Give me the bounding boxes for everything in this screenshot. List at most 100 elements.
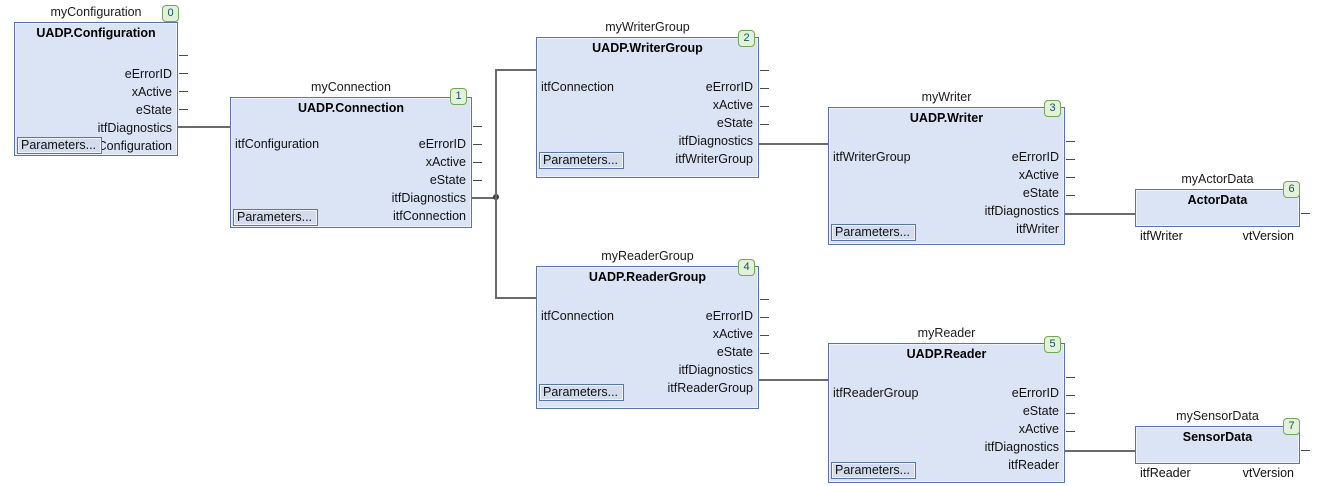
block-reader-instance-label: myReader (917, 326, 976, 340)
pin-out-itfreader[interactable]: itfReader (1008, 458, 1059, 472)
pin-stub-readergroup-eerrorid (760, 299, 769, 300)
block-reader-type: UADP.Reader (906, 347, 987, 361)
pin-out-xactive[interactable]: xActive (1018, 422, 1059, 436)
pin-out-itfdiagnostics[interactable]: itfDiagnostics (984, 440, 1059, 454)
pin-stub-writer-estate (1066, 177, 1075, 178)
pin-in-itfconfiguration[interactable]: itfConfiguration (235, 137, 320, 151)
block-writergroup-instance-label: myWriterGroup (605, 20, 690, 34)
pin-out-itfwritergroup[interactable]: itfWriterGroup (675, 152, 753, 166)
block-writergroup-type: UADP.WriterGroup (592, 41, 703, 55)
pin-stub-writergroup-eerrorid (760, 70, 769, 71)
parameters-button-configuration[interactable]: Parameters... (17, 137, 102, 154)
parameters-button-writergroup[interactable]: Parameters... (539, 152, 624, 169)
wire-connection-to-branch[interactable] (472, 197, 498, 199)
pin-out-eerrorid[interactable]: eErrorID (124, 67, 172, 81)
block-readergroup[interactable]: UADP.ReaderGroup itfConnection eErrorID … (536, 266, 759, 409)
block-writer-instance-label: myWriter (921, 90, 972, 104)
pin-stub-writergroup-itfdiagnostics (760, 124, 769, 125)
block-actordata[interactable]: ActorData itfWriter vtVersion (1135, 189, 1300, 243)
pin-out-vtversion[interactable]: vtVersion (1242, 466, 1294, 480)
pin-stub-writer-itfdiagnostics (1066, 195, 1075, 196)
parameters-button-reader[interactable]: Parameters... (831, 462, 916, 479)
block-writergroup[interactable]: UADP.WriterGroup itfConnection eErrorID … (536, 37, 759, 178)
pin-out-estate[interactable]: eState (1022, 186, 1059, 200)
pin-out-estate[interactable]: eState (429, 173, 466, 187)
wire-reader-to-sensordata[interactable] (1065, 450, 1135, 452)
pin-out-eerrorid[interactable]: eErrorID (418, 137, 466, 151)
pin-out-estate[interactable]: eState (1022, 404, 1059, 418)
pin-stub-configuration-eerrorid (179, 55, 188, 56)
pin-out-itfconfiguration[interactable]: itfConfiguration (87, 139, 172, 153)
block-reader[interactable]: UADP.Reader itfReaderGroup eErrorID eSta… (828, 343, 1065, 483)
pin-out-itfdiagnostics[interactable]: itfDiagnostics (678, 363, 753, 377)
parameters-button-readergroup[interactable]: Parameters... (539, 384, 624, 401)
block-connection-badge: 1 (450, 88, 467, 105)
wire-branch-to-readergroup[interactable] (495, 297, 537, 299)
block-readergroup-type: UADP.ReaderGroup (588, 270, 707, 284)
wire-configuration-to-connection[interactable] (178, 126, 230, 128)
pin-stub-writer-eerrorid (1066, 141, 1075, 142)
pin-stub-writergroup-xactive (760, 88, 769, 89)
pin-out-itfdiagnostics[interactable]: itfDiagnostics (391, 191, 466, 205)
pin-out-itfwriter[interactable]: itfWriter (1016, 222, 1059, 236)
pin-out-estate[interactable]: eState (716, 116, 753, 130)
wire-readergroup-to-reader[interactable] (759, 379, 828, 381)
pin-out-eerrorid[interactable]: eErrorID (1011, 386, 1059, 400)
pin-stub-readergroup-xactive (760, 317, 769, 318)
block-sensordata-instance-label: mySensorData (1176, 409, 1259, 423)
pin-out-estate[interactable]: eState (135, 103, 172, 117)
pin-out-itfdiagnostics[interactable]: itfDiagnostics (97, 121, 172, 135)
block-configuration-instance-label: myConfiguration (50, 5, 142, 19)
pin-out-vtversion[interactable]: vtVersion (1242, 229, 1294, 243)
pin-stub-configuration-xactive (179, 73, 188, 74)
block-connection-instance-label: myConnection (311, 80, 391, 94)
pin-out-xactive[interactable]: xActive (1018, 168, 1059, 182)
block-writergroup-badge: 2 (738, 30, 755, 47)
wire-branch-vertical[interactable] (495, 69, 497, 298)
pin-out-estate[interactable]: eState (716, 345, 753, 359)
pin-in-itfconnection[interactable]: itfConnection (541, 80, 614, 94)
wire-writergroup-to-writer[interactable] (759, 143, 828, 145)
wire-branch-to-writergroup[interactable] (495, 69, 537, 71)
block-sensordata-badge: 7 (1283, 418, 1300, 435)
block-reader-badge: 5 (1044, 336, 1061, 353)
pin-out-eerrorid[interactable]: eErrorID (705, 80, 753, 94)
block-configuration-badge: 0 (162, 5, 179, 22)
pin-out-itfdiagnostics[interactable]: itfDiagnostics (678, 134, 753, 148)
pin-stub-reader-xactive (1066, 413, 1075, 414)
pin-out-eerrorid[interactable]: eErrorID (705, 309, 753, 323)
block-connection[interactable]: UADP.Connection itfConfiguration eErrorI… (230, 97, 472, 228)
pin-out-xactive[interactable]: xActive (131, 85, 172, 99)
block-actordata-badge: 6 (1283, 181, 1300, 198)
pin-stub-connection-estate (473, 162, 482, 163)
pin-stub-reader-eerrorid (1066, 377, 1075, 378)
pin-out-itfconnection[interactable]: itfConnection (393, 209, 466, 223)
pin-out-xactive[interactable]: xActive (712, 327, 753, 341)
pin-stub-connection-itfdiagnostics (473, 180, 482, 181)
pin-out-itfdiagnostics[interactable]: itfDiagnostics (984, 204, 1059, 218)
pin-out-itfreadergroup[interactable]: itfReaderGroup (667, 381, 753, 395)
block-writer-type: UADP.Writer (909, 111, 984, 125)
block-configuration[interactable]: UADP.Configuration eErrorID xActive eSta… (14, 22, 178, 156)
block-sensordata-type: SensorData (1182, 430, 1253, 444)
pin-in-itfconnection[interactable]: itfConnection (541, 309, 614, 323)
pin-stub-configuration-itfdiagnostics (179, 109, 188, 110)
pin-in-itfwritergroup[interactable]: itfWriterGroup (833, 150, 911, 164)
block-sensordata[interactable]: SensorData itfReader vtVersion (1135, 426, 1300, 480)
pin-out-eerrorid[interactable]: eErrorID (1011, 150, 1059, 164)
wire-writer-to-actordata[interactable] (1065, 213, 1135, 215)
pin-stub-actordata-vtversion (1301, 213, 1310, 214)
pin-stub-reader-estate (1066, 395, 1075, 396)
pin-in-itfwriter[interactable]: itfWriter (1140, 229, 1183, 243)
parameters-button-writer[interactable]: Parameters... (831, 224, 916, 241)
pin-stub-readergroup-itfdiagnostics (760, 353, 769, 354)
pin-in-itfreadergroup[interactable]: itfReaderGroup (833, 386, 919, 400)
parameters-button-connection[interactable]: Parameters... (233, 209, 318, 226)
block-connection-type: UADP.Connection (297, 101, 405, 115)
block-writer[interactable]: UADP.Writer itfWriterGroup eErrorID xAct… (828, 107, 1065, 245)
pin-out-xactive[interactable]: xActive (425, 155, 466, 169)
pin-in-itfreader[interactable]: itfReader (1140, 466, 1191, 480)
pin-out-xactive[interactable]: xActive (712, 98, 753, 112)
pin-stub-writer-xactive (1066, 159, 1075, 160)
